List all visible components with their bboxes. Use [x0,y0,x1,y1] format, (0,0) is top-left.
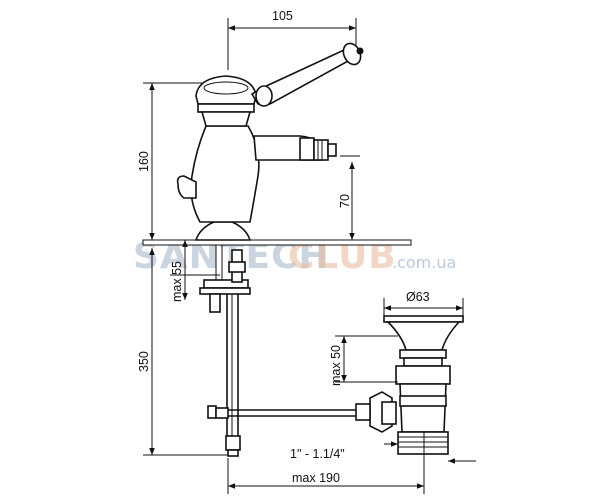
dimension-pipe-length: 350 [137,248,228,456]
dimension-spout-height: 70 [338,155,360,240]
mounting-hardware [199,245,370,457]
dimension-label-max-waste: max 50 [329,345,343,386]
dimension-label-thread: 1" - 1.1/4" [290,447,345,461]
dimension-label-total-height: 160 [137,151,151,172]
faucet-body [176,42,364,241]
dimension-label-max-deck: max 55 [170,261,184,302]
dimension-label-pipe-length: 350 [137,351,151,372]
dimension-max-reach: max 190 [227,432,425,494]
dimension-label-top-width: 105 [272,9,293,23]
dimension-max-deck: max 55 [170,240,220,302]
dimension-label-waste-diameter: Ø63 [406,290,430,304]
dimension-label-spout-height: 70 [338,194,352,208]
dimension-thread: 1" - 1.1/4" [290,441,476,464]
watermark-domain: .com.ua [392,253,456,272]
waste-assembly: Ø63 max 50 [329,290,464,455]
dimension-label-max-reach: max 190 [292,471,340,485]
deck-plate [142,239,412,246]
dimension-top-width: 105 [227,9,357,70]
